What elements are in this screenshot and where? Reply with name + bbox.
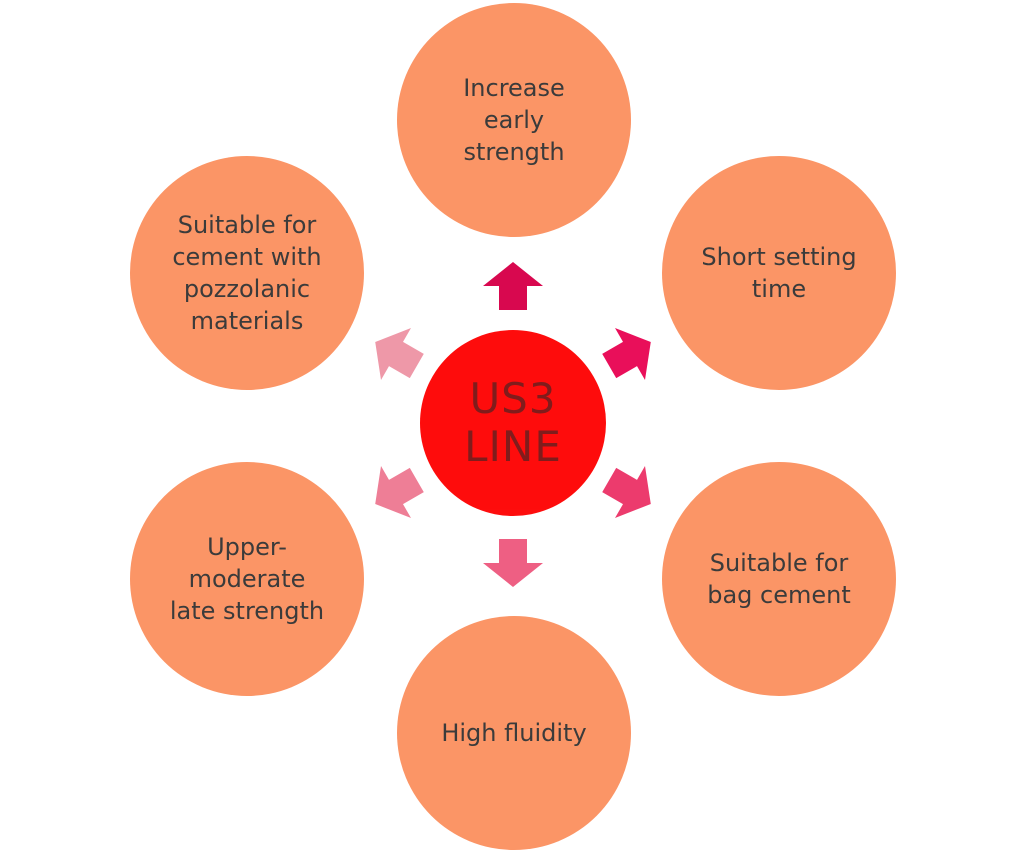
node-label: High fluidity [441,719,587,747]
node-upper-moderate-late-strength: Upper- moderate late strength [130,462,364,696]
center-node-us3-line: US3 LINE [420,330,606,516]
arrow-up-left-icon [375,328,424,380]
arrow-down-right-icon [602,466,651,518]
node-label: Suitable for cement with pozzolanic mate… [172,211,322,335]
node-short-setting-time: Short setting time [662,156,896,390]
node-label: Upper- moderate late strength [169,533,325,625]
center-label: US3 LINE [464,374,562,471]
node-high-fluidity: High fluidity [397,616,631,850]
node-suitable-for-bag-cement: Suitable for bag cement [662,462,896,696]
node-label: Short setting time [701,243,857,303]
node-increase-early-strength: Increase early strength [397,3,631,237]
arrow-up-right-icon [602,328,651,380]
node-label: Increase early strength [463,74,565,166]
arrow-up-icon [483,262,543,310]
node-label: Suitable for bag cement [707,549,851,609]
node-suitable-for-pozzolanic-cement: Suitable for cement with pozzolanic mate… [130,156,364,390]
arrow-down-left-icon [375,466,424,518]
arrow-down-icon [483,539,543,587]
